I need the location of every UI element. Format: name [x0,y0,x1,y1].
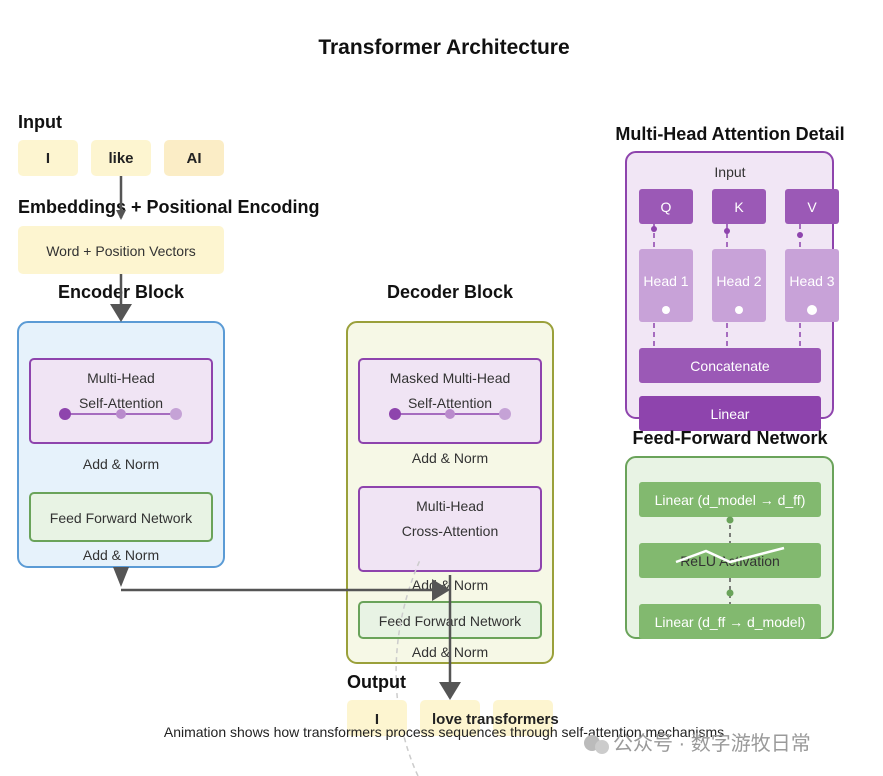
input-token: like [108,150,133,167]
k-box [712,189,766,224]
ffn-linear2-label: Linear (d_ff → d_model) [655,614,806,630]
decoder-cross-label-2: Cross-Attention [402,523,498,539]
embeddings-box [18,226,224,274]
head-box [785,249,839,322]
decoder-cross-label-1: Multi-Head [416,498,484,514]
caption: Animation shows how transformers process… [164,724,724,740]
ffn-linear1-label: Linear (d_model → d_ff) [655,492,806,508]
v-box [785,189,839,224]
attention-dot [170,408,182,420]
v-label: V [807,199,817,215]
output-token: love transformers [432,711,559,728]
input-token-box [18,140,78,176]
attention-dot [116,409,126,419]
decoder-add-norm-1: Add & Norm [412,450,488,466]
page-title: Transformer Architecture [318,36,569,59]
relu-box [639,543,821,578]
concatenate-label: Concatenate [690,358,770,374]
head-box [712,249,766,322]
head-dot [735,306,743,314]
decoder-heading: Decoder Block [387,282,514,302]
head-label: Head 3 [789,273,834,289]
encoder-ffn-box [29,492,213,542]
output-token-box [493,700,553,736]
linear-label: Linear [711,406,750,422]
connector-dot [651,226,657,232]
connector-dot [797,232,803,238]
encoder-add-norm-2: Add & Norm [83,547,159,563]
k-label: K [734,199,744,215]
head-box [639,249,693,322]
q-label: Q [661,199,672,215]
concatenate-box [639,348,821,383]
head-dot [807,305,817,315]
ffn-connector-dot [726,589,734,597]
watermark: 公众号 · 数字游牧日常 [584,732,811,755]
watermark-text: 公众号 · 数字游牧日常 [613,732,811,755]
decoder-masked-attention-box [358,358,542,444]
head-label: Head 1 [643,273,688,289]
ffn-connector-dot [726,516,734,524]
mha-input-label: Input [714,164,745,180]
input-token: I [46,150,50,167]
encoder-attention-label-1: Multi-Head [87,370,155,386]
output-token: I [375,711,379,728]
input-token-box [91,140,151,176]
decoder-masked-label-1: Masked Multi-Head [390,370,511,386]
mha-detail-heading: Multi-Head Attention Detail [615,124,844,144]
attention-dot [389,408,401,420]
encoder-attention-box [29,358,213,444]
embeddings-heading: Embeddings + Positional Encoding [18,197,320,217]
output-token-box [420,700,480,736]
encoder-add-norm-1: Add & Norm [83,456,159,472]
attention-dot [445,409,455,419]
linear-box [639,396,821,431]
head-label: Head 2 [716,273,761,289]
q-box [639,189,693,224]
encoder-ffn-label: Feed Forward Network [50,510,193,526]
input-token: AI [187,150,202,167]
ffn-linear1-box [639,482,821,517]
ffn-linear2-box [639,604,821,639]
embeddings-box-label: Word + Position Vectors [46,243,196,259]
head-dot [662,306,670,314]
attention-dot [59,408,71,420]
encoder-attention-label-2: Self-Attention [79,395,163,411]
decoder-masked-label-2: Self-Attention [408,395,492,411]
relu-curve-icon [675,546,785,564]
input-token-group: I like AI [18,140,224,176]
output-token-box [347,700,407,736]
encoder-output-notch [113,567,129,587]
output-heading: Output [347,672,406,692]
attention-dot [499,408,511,420]
input-token-box [164,140,224,176]
ffn-detail-heading: Feed-Forward Network [632,428,828,448]
connector-dot [724,228,730,234]
wechat-icon [595,740,609,754]
decoder-cross-attention-box [358,486,542,572]
input-heading: Input [18,112,62,132]
